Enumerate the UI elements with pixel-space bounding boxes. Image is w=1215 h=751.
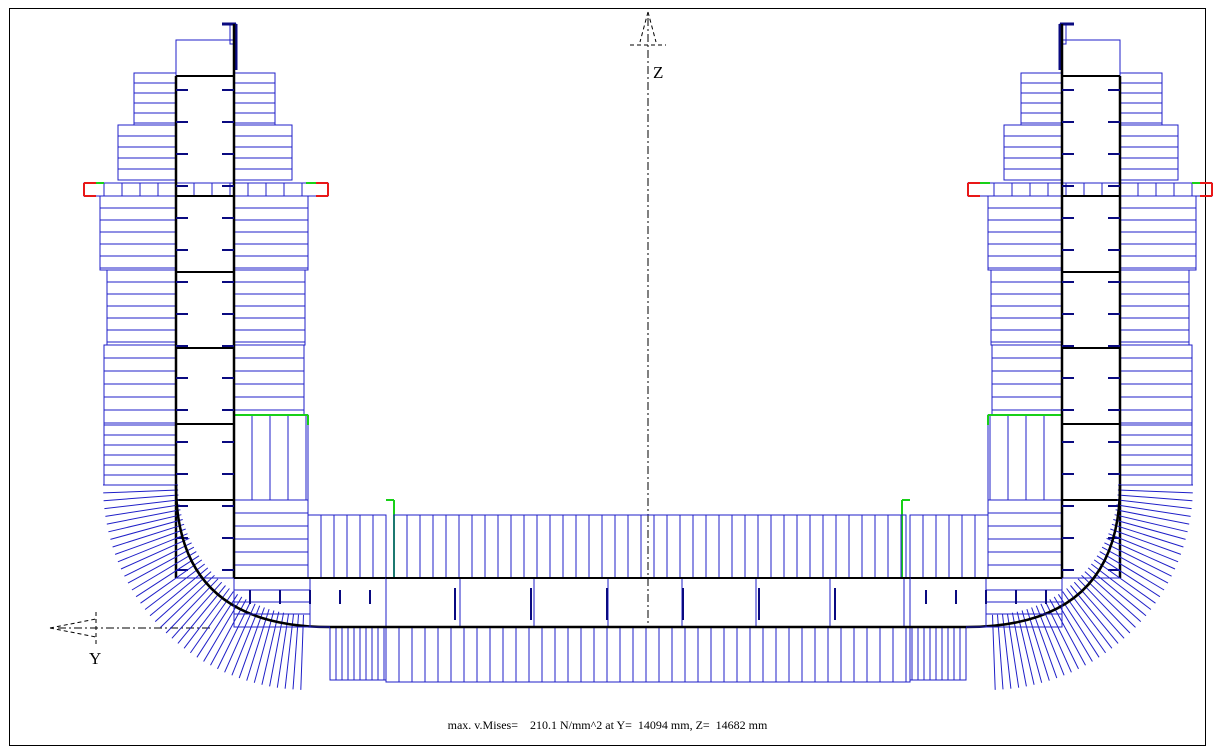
bilge-plate-line: [1084, 571, 1142, 622]
bilge-plate-line: [108, 514, 182, 533]
y-axis-label: Y: [89, 649, 101, 668]
bilge-plate-line: [1106, 537, 1176, 570]
bilge-plate-line: [110, 519, 183, 540]
bilge-plate-line: [1040, 603, 1072, 673]
bilge-plate-line: [246, 608, 270, 681]
bilge-plate-line: [261, 611, 280, 685]
hull-section-bottom: [330, 514, 966, 683]
bilge-plate-line: [105, 504, 180, 517]
bilge-plate-line: [1099, 551, 1165, 591]
side-shell-strake: [103, 344, 177, 426]
inner-bulkhead-strake: [233, 344, 305, 416]
bilge-plate-line: [1116, 504, 1191, 517]
z-axis: [630, 11, 666, 625]
stress-result-readout: max. v.Mises= 210.1 N/mm^2 at Y= 14094 m…: [447, 718, 768, 732]
bilge-plate-line: [149, 567, 209, 617]
bilge-plate-line: [1016, 611, 1035, 685]
bottom-floor: [909, 577, 987, 628]
bilge-plate-line: [103, 494, 179, 502]
bilge-plate-line: [224, 603, 256, 673]
bilge-plate-line: [1096, 555, 1161, 598]
bilge-plate-line: [1111, 523, 1184, 548]
deck-strake: [1061, 39, 1121, 77]
side-shell-strake: [1119, 269, 1190, 346]
bilge-plate-line: [114, 528, 186, 555]
inner-bulkhead-strake: [233, 195, 309, 271]
inner-bulkhead-strake: [233, 72, 276, 126]
bilge-plate-line: [1117, 499, 1192, 510]
bilge-plate-line: [1117, 494, 1193, 502]
bilge-plate-line: [1110, 528, 1182, 555]
bilge-plate-line: [154, 571, 212, 622]
bilge-plate-line: [269, 612, 285, 687]
bilge-plate-line: [135, 555, 200, 598]
deck-strake: [175, 39, 235, 77]
side-shell-strake: [1119, 195, 1197, 271]
inner-bulkhead-strake: [1020, 72, 1063, 126]
bilge-plate-line: [106, 509, 181, 525]
z-axis-label: Z: [653, 63, 663, 82]
bilge-plate-line: [1087, 567, 1147, 617]
bilge-plate-line: [144, 563, 206, 610]
bilge-plate-line: [103, 489, 179, 494]
bilge-shell: [965, 484, 1122, 629]
inner-bulkhead-strake: [1003, 124, 1063, 181]
bilge-plate-line: [1090, 563, 1152, 610]
bilge-plate-line: [238, 607, 265, 679]
bilge-plate-line: [117, 533, 188, 563]
main-deck-strake: [83, 182, 329, 197]
bilge-plate-line: [1035, 605, 1065, 676]
bilge-shell: [174, 484, 331, 629]
bilge-plate-line: [1101, 546, 1169, 584]
inner-bulkhead-strake: [233, 124, 293, 181]
bilge-plate-line: [1104, 542, 1172, 577]
bilge-plate-line: [1026, 608, 1050, 681]
side-shell-strake: [1119, 344, 1193, 426]
side-shell-strake: [1119, 72, 1163, 126]
bilge-plate-line: [140, 559, 203, 604]
bilge-plate-line: [112, 523, 185, 548]
hull-section-left: [83, 22, 395, 690]
side-shell-strake: [1119, 124, 1179, 181]
bottom-floor: [309, 577, 387, 628]
bilge-plate-line: [120, 537, 190, 570]
bilge-plate-line: [1011, 612, 1027, 687]
hull-section-right: [901, 22, 1213, 690]
bilge-plate-line: [127, 546, 195, 584]
bilge-plate-line: [253, 610, 275, 683]
inner-bulkhead-strake: [991, 344, 1063, 416]
bilge-plate-line: [1114, 514, 1188, 533]
bilge-plate-line: [1031, 607, 1058, 679]
bilge-plate-line: [1113, 519, 1186, 540]
inner-bulkhead-strake: [233, 269, 306, 346]
inner-bulkhead-strake: [990, 269, 1063, 346]
y-axis: [49, 612, 212, 644]
bilge-plate-line: [124, 542, 192, 577]
bilge-plate-line: [1021, 610, 1043, 683]
bilge-plate-line: [1115, 509, 1190, 525]
hopper-strake: [987, 414, 1063, 501]
bilge-plate-line: [231, 605, 261, 676]
inner-bottom-plating: [393, 514, 907, 579]
inner-bulkhead-strake: [987, 195, 1063, 271]
bilge-plate-line: [104, 499, 179, 510]
side-shell-strake: [106, 269, 177, 346]
bilge-plate-line: [276, 613, 290, 688]
hopper-strake: [233, 414, 309, 501]
main-deck-strake: [967, 182, 1213, 197]
side-shell-strake: [117, 124, 177, 181]
bilge-plate-line: [1108, 533, 1179, 563]
bilge-plate-line: [1117, 489, 1193, 494]
bilge-plate-line: [1093, 559, 1156, 604]
outer-bottom-plating: [385, 626, 911, 683]
side-shell-strake: [99, 195, 177, 271]
side-shell-strake: [133, 72, 177, 126]
bilge-plate-line: [1006, 613, 1020, 688]
bilge-plate-line: [131, 551, 197, 591]
